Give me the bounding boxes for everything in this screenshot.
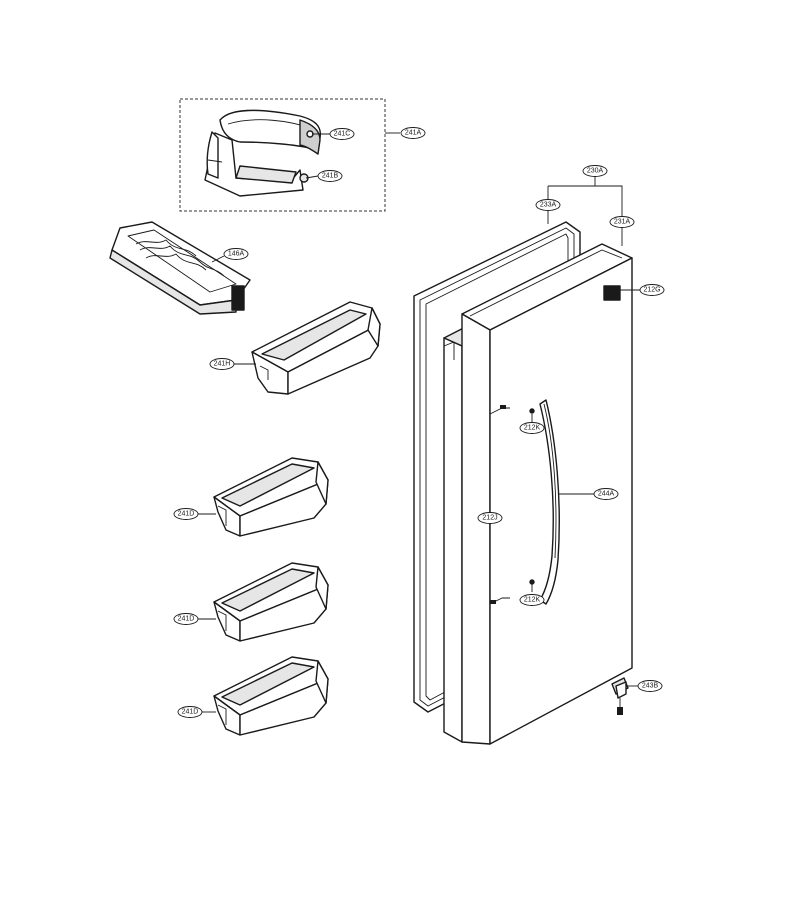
assembly-boundary-box bbox=[179, 98, 386, 212]
callout-241D-3-label: 241D bbox=[182, 709, 199, 716]
bottom-hinge bbox=[611, 677, 629, 715]
door-bin-241D-2: 241D bbox=[173, 562, 329, 642]
callout-230A: 230A bbox=[582, 165, 608, 177]
callout-212J-label: 212J bbox=[482, 515, 497, 522]
callout-244A: 244A bbox=[593, 488, 619, 500]
callout-230A-label: 230A bbox=[587, 168, 604, 175]
callout-241D-1: 241D bbox=[173, 508, 199, 520]
callout-146A-label: 146A bbox=[228, 251, 245, 258]
callout-244A-label: 244A bbox=[598, 491, 615, 498]
door-assembly-bracket bbox=[547, 176, 623, 246]
callout-212K-bottom: 212K bbox=[519, 594, 545, 606]
callout-212K-top: 212K bbox=[519, 422, 545, 434]
callout-241D-2: 241D bbox=[173, 613, 199, 625]
callout-241D-3: 241D bbox=[177, 706, 203, 718]
leader-241B bbox=[305, 175, 319, 179]
callout-231A-label: 231A bbox=[614, 219, 631, 226]
callout-146A: 146A bbox=[223, 248, 249, 260]
callout-241D-1-label: 241D bbox=[178, 511, 195, 518]
callout-241H-label: 241H bbox=[214, 361, 231, 368]
dispenser-bin bbox=[204, 109, 322, 197]
callout-212K-top-label: 212K bbox=[524, 425, 541, 432]
callout-212K-bottom-label: 212K bbox=[524, 597, 541, 604]
callout-241B: 241B bbox=[317, 170, 343, 182]
hinge-cap bbox=[603, 285, 621, 301]
callout-212G-label: 212G bbox=[643, 287, 660, 294]
handle-mount-bracket bbox=[489, 405, 510, 605]
callout-243B-label: 243B bbox=[642, 683, 659, 690]
door-bin-241D-3: 241D bbox=[177, 656, 329, 736]
callout-241A: 241A bbox=[400, 127, 426, 139]
callout-241C: 241C bbox=[329, 128, 355, 140]
callout-233A: 233A bbox=[535, 199, 561, 211]
callout-233A-label: 233A bbox=[540, 202, 557, 209]
callout-212J: 212J bbox=[477, 512, 503, 524]
callout-241H: 241H bbox=[209, 358, 235, 370]
callout-241C-label: 241C bbox=[334, 131, 351, 138]
leader-146A bbox=[211, 255, 225, 263]
dispenser-assembly-group: 241C 241B 241A bbox=[179, 98, 426, 212]
door-bin-241H: 241H bbox=[209, 301, 381, 395]
callout-212G: 212G bbox=[639, 284, 665, 296]
door-bin-241D-1: 241D bbox=[173, 457, 329, 537]
callout-243B: 243B bbox=[637, 680, 663, 692]
callout-241B-label: 241B bbox=[322, 173, 339, 180]
door-panel bbox=[443, 243, 633, 745]
callout-241A-label: 241A bbox=[405, 130, 422, 137]
callout-241D-2-label: 241D bbox=[178, 616, 195, 623]
callout-231A: 231A bbox=[609, 216, 635, 228]
egg-tray-shelf: 146A bbox=[109, 221, 251, 315]
